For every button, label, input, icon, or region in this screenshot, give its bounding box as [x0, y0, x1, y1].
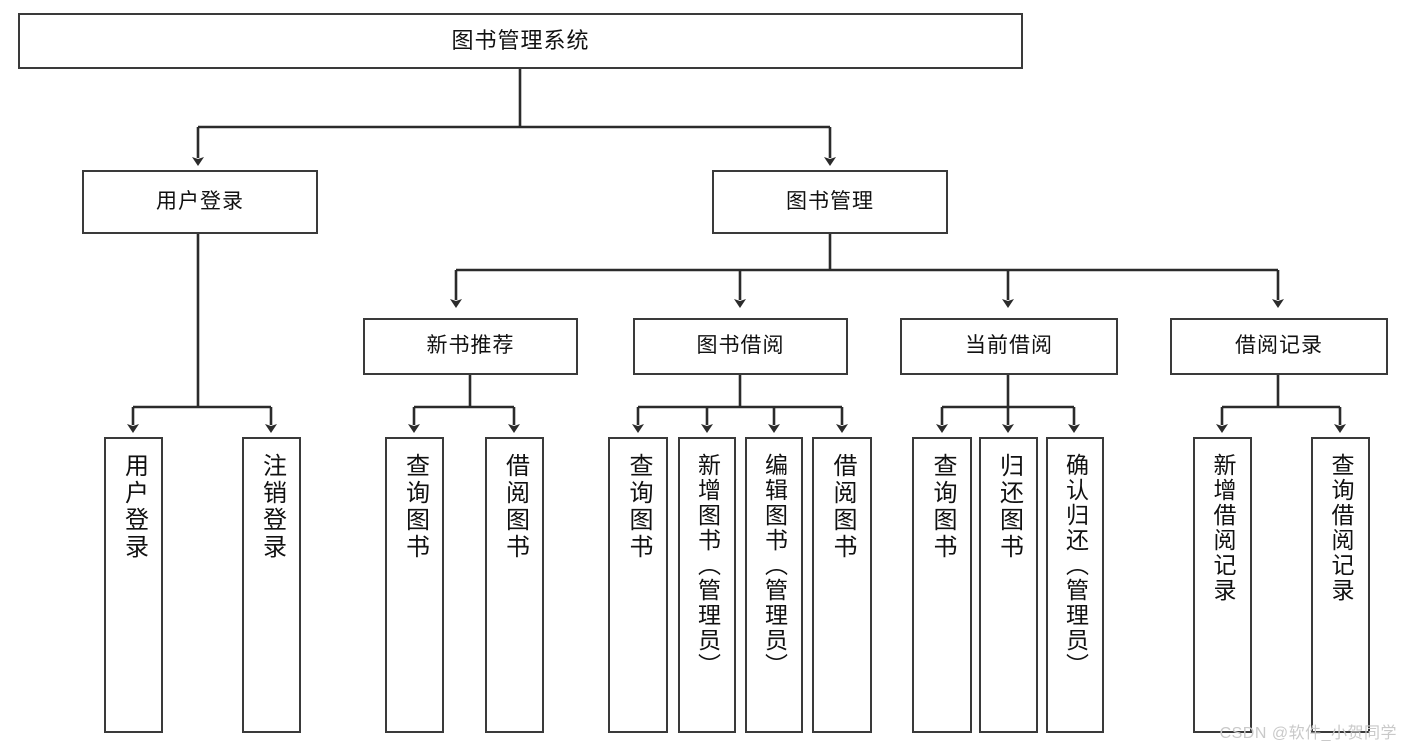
leaf-query-book-borrow[interactable]: 查询图书 [608, 437, 668, 733]
node-label: 新增图书（管理员） [694, 453, 721, 678]
csdn-watermark: CSDN @软件_小贺同学 [1219, 725, 1397, 742]
node-label: 新书推荐 [426, 334, 515, 358]
leaf-user-login[interactable]: 用户登录 [104, 437, 163, 733]
node-label: 查询图书 [929, 453, 956, 561]
node-label: 注销登录 [258, 453, 286, 561]
node-label: 借阅图书 [829, 453, 856, 561]
node-label: 归还图书 [995, 453, 1023, 561]
node-label: 当前借阅 [965, 334, 1053, 358]
leaf-add-book[interactable]: 新增图书（管理员） [678, 437, 736, 733]
node-label: 借阅图书 [501, 453, 529, 561]
leaf-return-book[interactable]: 归还图书 [979, 437, 1038, 733]
leaf-query-book-recommend[interactable]: 查询图书 [385, 437, 444, 733]
node-user-login[interactable]: 用户登录 [82, 170, 318, 234]
node-label: 查询借阅记录 [1328, 453, 1354, 603]
node-new-book-recommend[interactable]: 新书推荐 [363, 318, 578, 375]
leaf-confirm-return[interactable]: 确认归还（管理员） [1046, 437, 1104, 733]
node-label: 确认归还（管理员） [1062, 453, 1089, 678]
node-root-system[interactable]: 图书管理系统 [18, 13, 1023, 69]
leaf-user-logout[interactable]: 注销登录 [242, 437, 301, 733]
leaf-edit-book[interactable]: 编辑图书（管理员） [745, 437, 803, 733]
node-label: 用户登录 [120, 453, 148, 561]
node-current-borrow[interactable]: 当前借阅 [900, 318, 1118, 375]
leaf-query-borrow-record[interactable]: 查询借阅记录 [1311, 437, 1370, 733]
leaf-borrow-book-recommend[interactable]: 借阅图书 [485, 437, 544, 733]
node-label: 借阅记录 [1235, 334, 1323, 358]
node-book-borrow[interactable]: 图书借阅 [633, 318, 848, 375]
node-label: 编辑图书（管理员） [761, 453, 788, 678]
node-label: 图书管理系统 [451, 28, 590, 54]
leaf-borrow-book[interactable]: 借阅图书 [812, 437, 872, 733]
node-label: 图书管理 [786, 189, 874, 213]
node-label: 用户登录 [156, 189, 244, 213]
node-label: 新增借阅记录 [1210, 453, 1236, 603]
node-label: 图书借阅 [696, 334, 785, 358]
node-book-manage[interactable]: 图书管理 [712, 170, 948, 234]
leaf-add-borrow-record[interactable]: 新增借阅记录 [1193, 437, 1252, 733]
node-label: 查询图书 [401, 453, 429, 561]
node-borrow-record[interactable]: 借阅记录 [1170, 318, 1388, 375]
leaf-query-book-current[interactable]: 查询图书 [912, 437, 972, 733]
node-label: 查询图书 [625, 453, 652, 561]
